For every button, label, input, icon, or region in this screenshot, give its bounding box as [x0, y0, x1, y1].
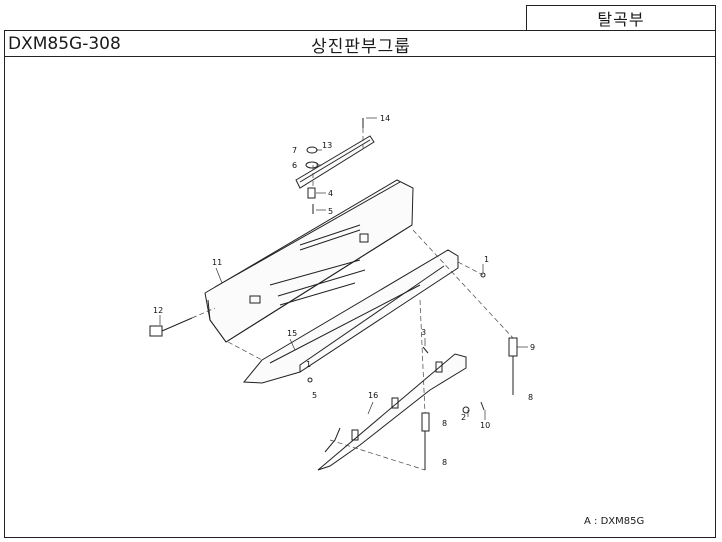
callout-11: 11	[212, 258, 222, 267]
callout-6: 6	[292, 161, 297, 170]
callout-8: 8	[528, 393, 533, 402]
callout-4: 4	[328, 189, 333, 198]
callout-12: 12	[153, 306, 163, 315]
callout-5: 5	[312, 391, 317, 400]
spring-8	[421, 412, 430, 432]
callout-3: 3	[421, 328, 426, 337]
callout-16: 16	[368, 391, 378, 400]
callout-8: 8	[442, 458, 447, 467]
callout-5: 5	[328, 207, 333, 216]
group-title: 상진판부그룹	[311, 37, 411, 57]
callout-14: 14	[380, 114, 390, 123]
callout-1: 1	[484, 255, 489, 264]
callout-9: 9	[530, 343, 535, 352]
header-row	[4, 30, 716, 57]
callout-2: 2	[461, 413, 466, 422]
model-code: DXM85G-308	[8, 34, 121, 54]
spring-9	[508, 337, 518, 357]
section-text: 탈곡부	[597, 10, 645, 29]
callout-13: 13	[322, 141, 332, 150]
bottom-plate	[317, 353, 467, 471]
drawing-frame	[4, 30, 716, 538]
callout-8: 8	[442, 419, 447, 428]
section-label: 탈곡부	[526, 5, 716, 30]
callout-7: 7	[292, 146, 297, 155]
callout-1: 1	[306, 360, 311, 369]
top-bracket-13	[295, 135, 375, 189]
callout-15: 15	[287, 329, 297, 338]
callout-10: 10	[480, 421, 490, 430]
model-applicability-note: A : DXM85G	[584, 516, 645, 527]
side-cover-plate	[242, 249, 459, 384]
